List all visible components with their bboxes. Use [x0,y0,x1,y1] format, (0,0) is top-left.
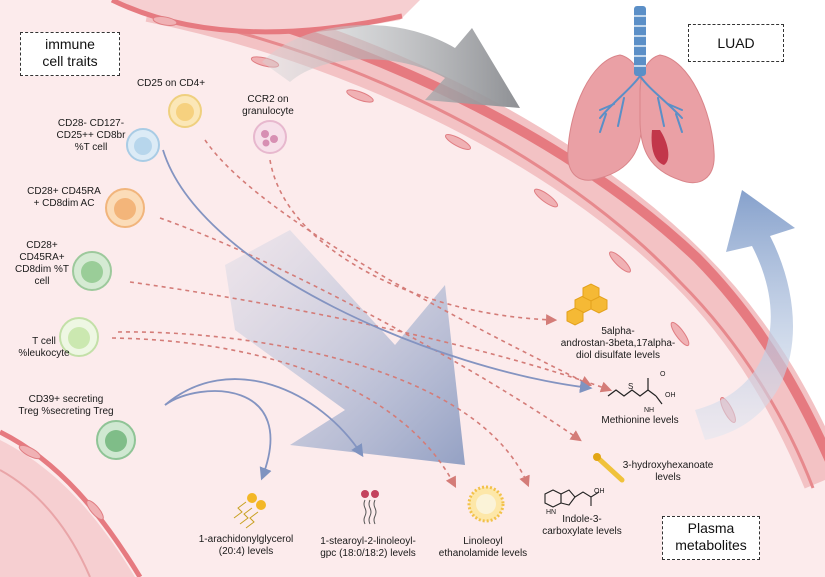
label-cd28-cd127-cd25-cd8br: CD28- CD127- CD25++ CD8br %T cell [56,118,126,153]
immune-cell-traits-box: immune cell traits [20,32,120,76]
structure-indole: HN OH [544,488,605,516]
svg-text:S: S [628,382,633,391]
plasma-metabolites-box: Plasma metabolites [662,516,760,560]
label-cd28-cd45ra-cd8dim-ac: CD28+ CD45RA + CD8dim AC [27,186,101,209]
svg-text:HN: HN [546,509,556,516]
label-t-cell-leukocyte: T cell %leukocyte [18,336,70,359]
structure-androstan [566,283,608,326]
cell-cd28-cd45ra-cd8dim-t [72,251,112,291]
label-cd39-treg: CD39+ secreting Treg %secreting Treg [18,394,114,417]
svg-text:OH: OH [594,488,605,495]
structure-stearoyl-gpc [361,490,379,525]
label-arachidonylglycerol: 1-arachidonylglycerol (20:4) levels [198,534,294,557]
label-methionine: Methionine levels [601,415,679,426]
svg-text:NH: NH [644,407,654,414]
cell-ccr2-granulocyte [253,120,287,154]
vessel-wall-top [110,0,420,35]
label-indole-carboxylate: Indole-3- carboxylate levels [542,514,622,537]
svg-text:O: O [660,371,666,378]
label-cd28-cd45ra-cd8dim-t: CD28+ CD45RA+ CD8dim %T cell [15,240,69,287]
lungs-icon [567,6,715,184]
big-blue-arrow [225,230,465,465]
label-stearoyl-linoleoyl-gpc: 1-stearoyl-2-linoleoyl- gpc (18:0/18:2) … [320,536,416,559]
label-linoleoyl-ethanolamide: Linoleoyl ethanolamide levels [438,536,528,559]
vessel-wall-bottom [0,429,143,577]
label-ccr2-granulocyte: CCR2 on granulocyte [242,94,294,117]
structure-hydroxyhexanoate [593,453,625,483]
label-cd25-on-cd4: CD25 on CD4+ [136,78,206,89]
structure-arachidonylglycerol [233,493,266,529]
dashed-association-arrows [111,139,613,488]
cell-t-cell-leukocyte [59,317,99,357]
svg-text:OH: OH [665,392,676,399]
solid-association-arrows [162,149,593,481]
structure-methionine: S OH O NH [607,371,676,414]
cell-cd28-cd127-cd25-cd8br [126,128,160,162]
big-grey-arrow [262,24,520,109]
luad-box: LUAD [688,24,784,62]
cell-cd28-cd45ra-cd8dim-ac [105,188,145,228]
cell-cd25-on-cd4 [168,94,202,128]
cell-cd39-treg [96,420,136,460]
blue-curved-arrow [695,190,795,440]
label-androstan-disulfate: 5alpha- androstan-3beta,17alpha- diol di… [560,326,676,361]
structure-linoleoyl [467,485,505,523]
label-hydroxyhexanoate: 3-hydroxyhexanoate levels [622,460,714,483]
